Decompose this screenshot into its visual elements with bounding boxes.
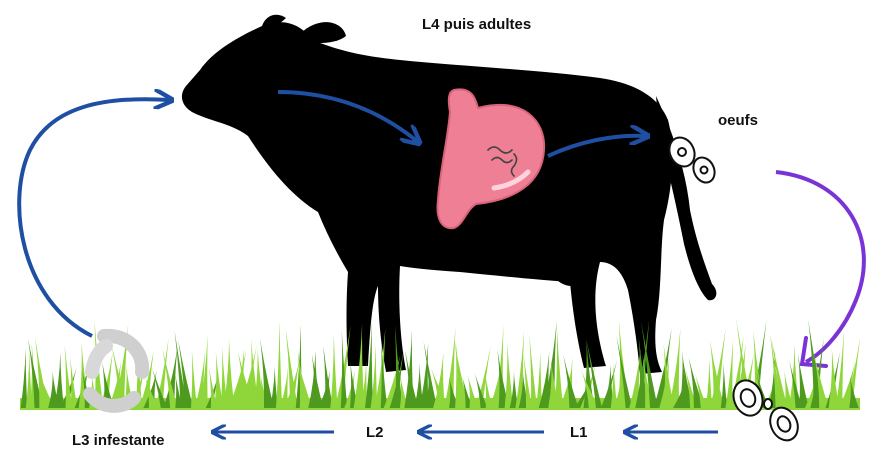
- grass-blade: [721, 363, 727, 408]
- grass-blade: [555, 326, 563, 408]
- ingestion-arrow-left: [19, 99, 170, 336]
- grass-blade: [529, 335, 537, 408]
- label-l3-infective: L3 infestante: [72, 432, 165, 449]
- label-eggs: oeufs: [718, 112, 758, 129]
- label-l2: L2: [366, 424, 384, 441]
- grass-blade: [725, 340, 733, 408]
- grass-blade: [286, 328, 298, 408]
- grass-blade: [341, 330, 348, 408]
- label-l4-adults: L4 puis adultes: [422, 16, 531, 33]
- grass-blade: [330, 334, 337, 408]
- grass-blade: [276, 320, 282, 408]
- grass-blade: [706, 358, 712, 408]
- label-l1: L1: [570, 424, 588, 441]
- excretion-arrow: [776, 172, 864, 362]
